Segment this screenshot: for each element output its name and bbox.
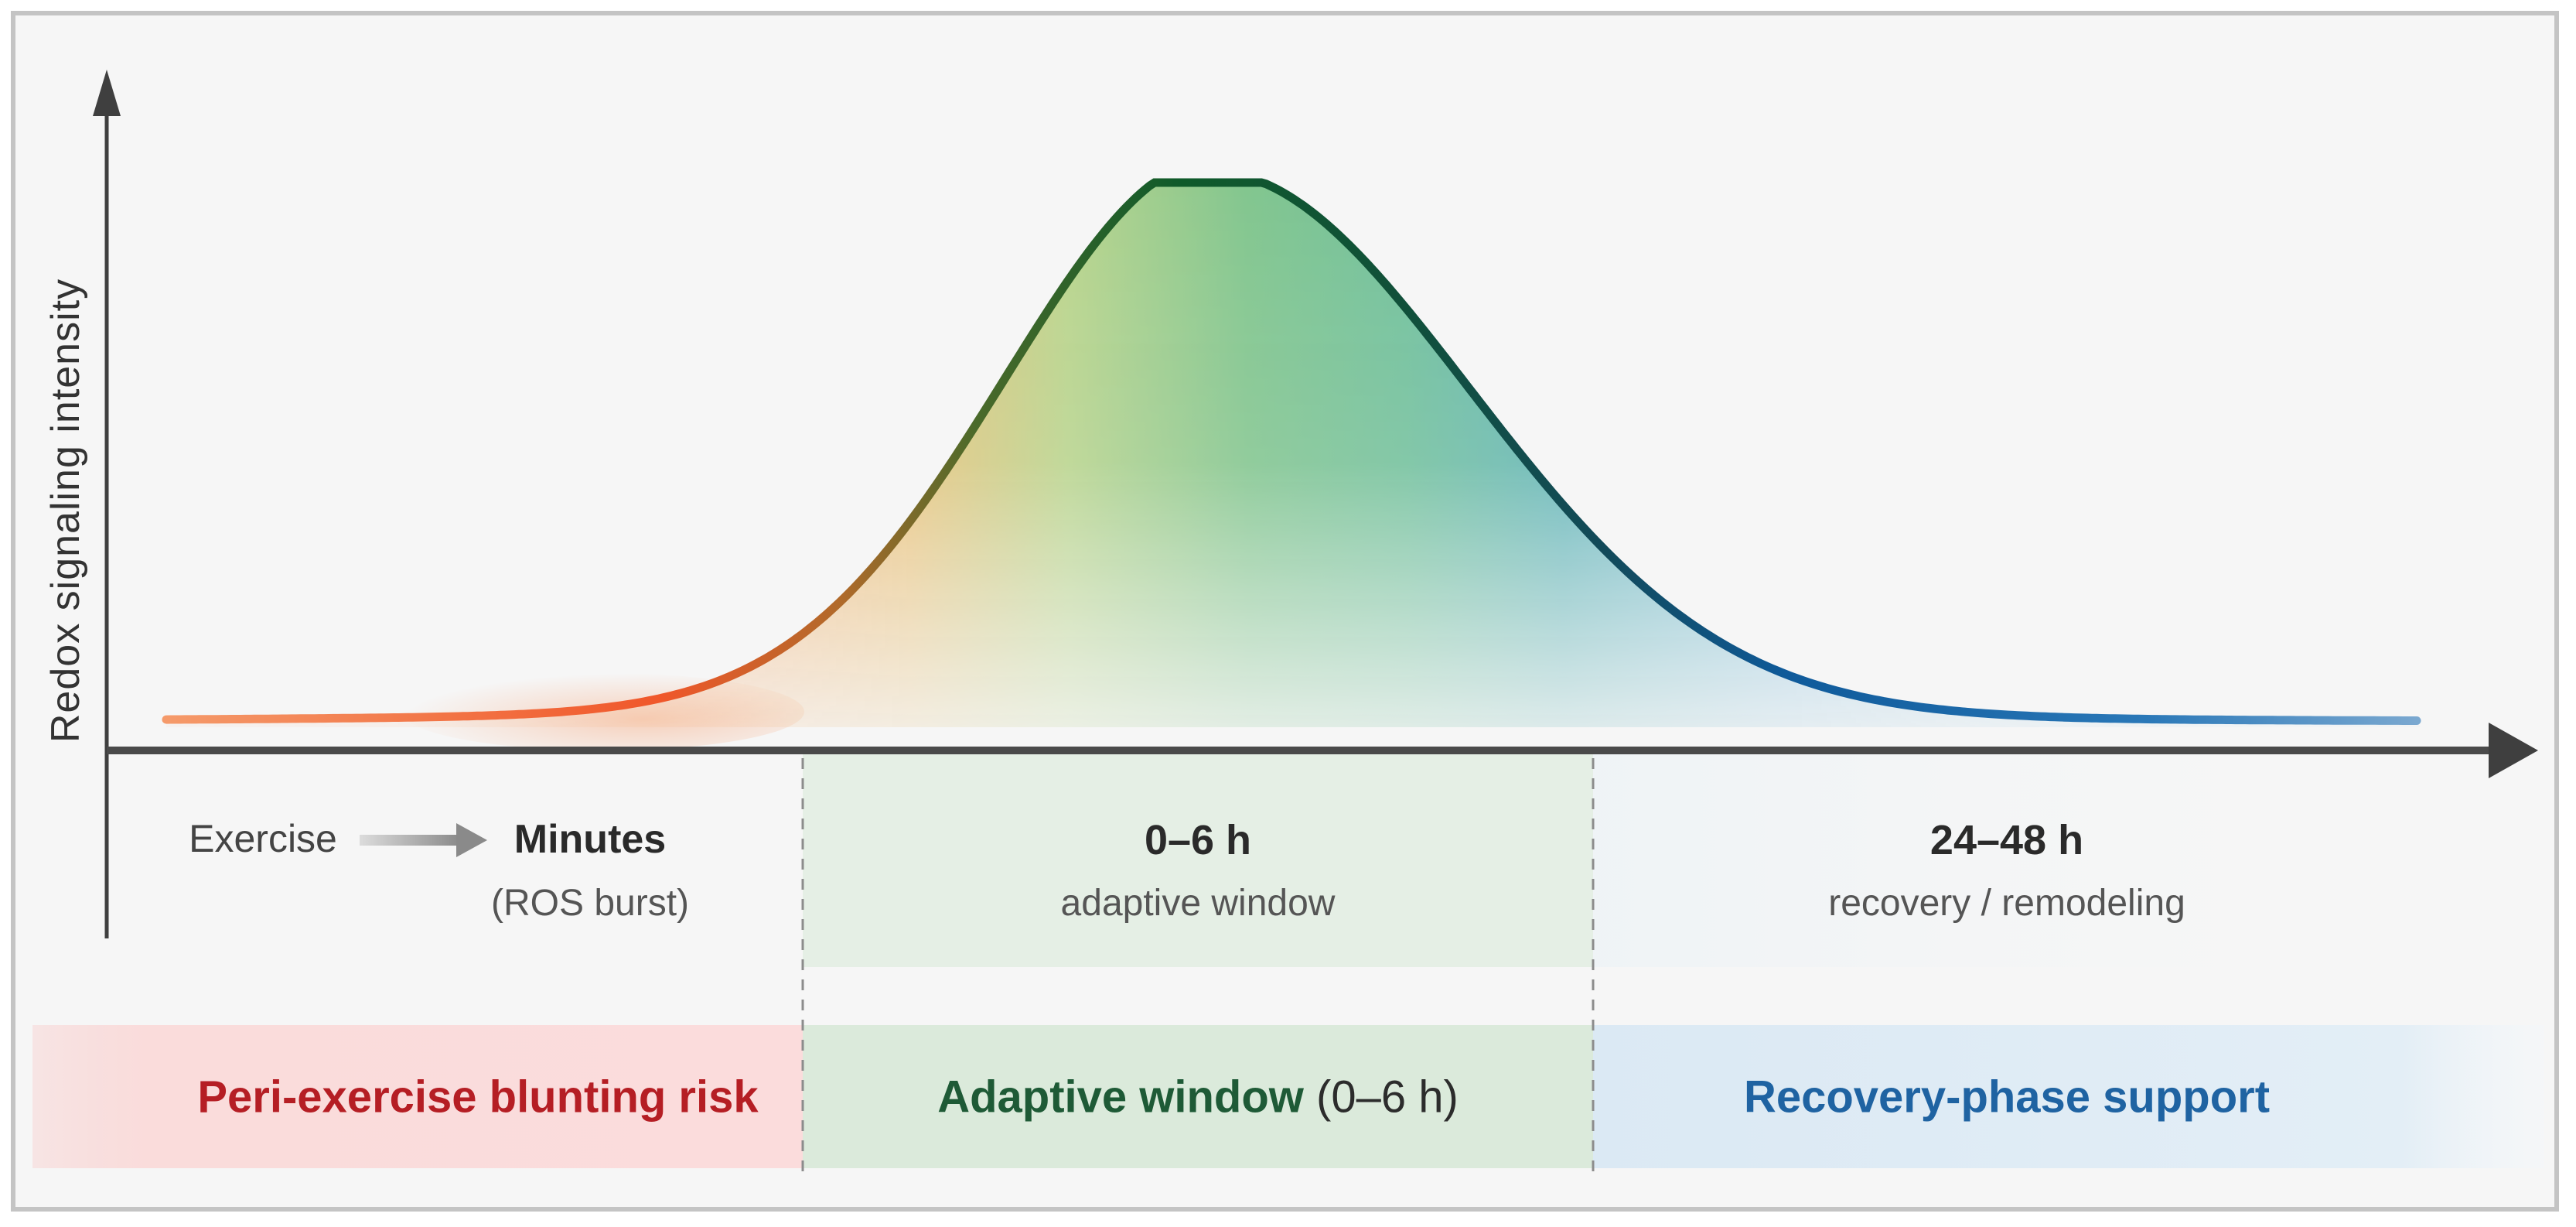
adaptive-window-phase-range: (0–6 h) <box>1316 1071 1459 1123</box>
redox-signaling-diagram <box>32 70 2544 1176</box>
recovery-time-label: 24–48 h <box>1929 817 2084 863</box>
recovery-phase-band <box>1593 1025 2544 1168</box>
right-arrow-icon-shaft <box>360 835 460 846</box>
adaptive-window-time-label: 0–6 h <box>1144 817 1252 863</box>
recovery-desc-label: recovery / remodeling <box>1828 883 2185 924</box>
right-arrow-icon <box>456 823 487 857</box>
signal-curve-line <box>162 178 2421 725</box>
y-axis-label: Redox signaling intensity <box>43 278 88 743</box>
adaptive-window-band <box>803 1025 1593 1168</box>
peri-exercise-risk-label: Peri-exercise blunting risk <box>197 1071 759 1123</box>
x-axis-arrowhead-icon <box>2489 723 2538 778</box>
exercise-label: Exercise <box>189 817 337 860</box>
recovery-window-upper-bg <box>1593 754 2444 967</box>
adaptive-window-desc-label: adaptive window <box>1060 883 1336 924</box>
signal-curve-fill <box>166 183 2421 727</box>
y-axis-arrowhead-icon <box>93 70 121 116</box>
recovery-phase-support-label: Recovery-phase support <box>1743 1071 2271 1123</box>
adaptive-window-phase-title: Adaptive window <box>937 1071 1304 1123</box>
adaptive-window-upper-bg <box>803 754 1593 967</box>
minutes-label: Minutes <box>513 817 667 862</box>
diagram-frame: Redox signaling intensity Exercise Minut… <box>11 11 2559 1212</box>
peri-exercise-band <box>32 1025 803 1168</box>
ros-burst-label: (ROS burst) <box>490 883 690 924</box>
adaptive-window-phase-label: Adaptive window (0–6 h) <box>937 1071 1459 1123</box>
